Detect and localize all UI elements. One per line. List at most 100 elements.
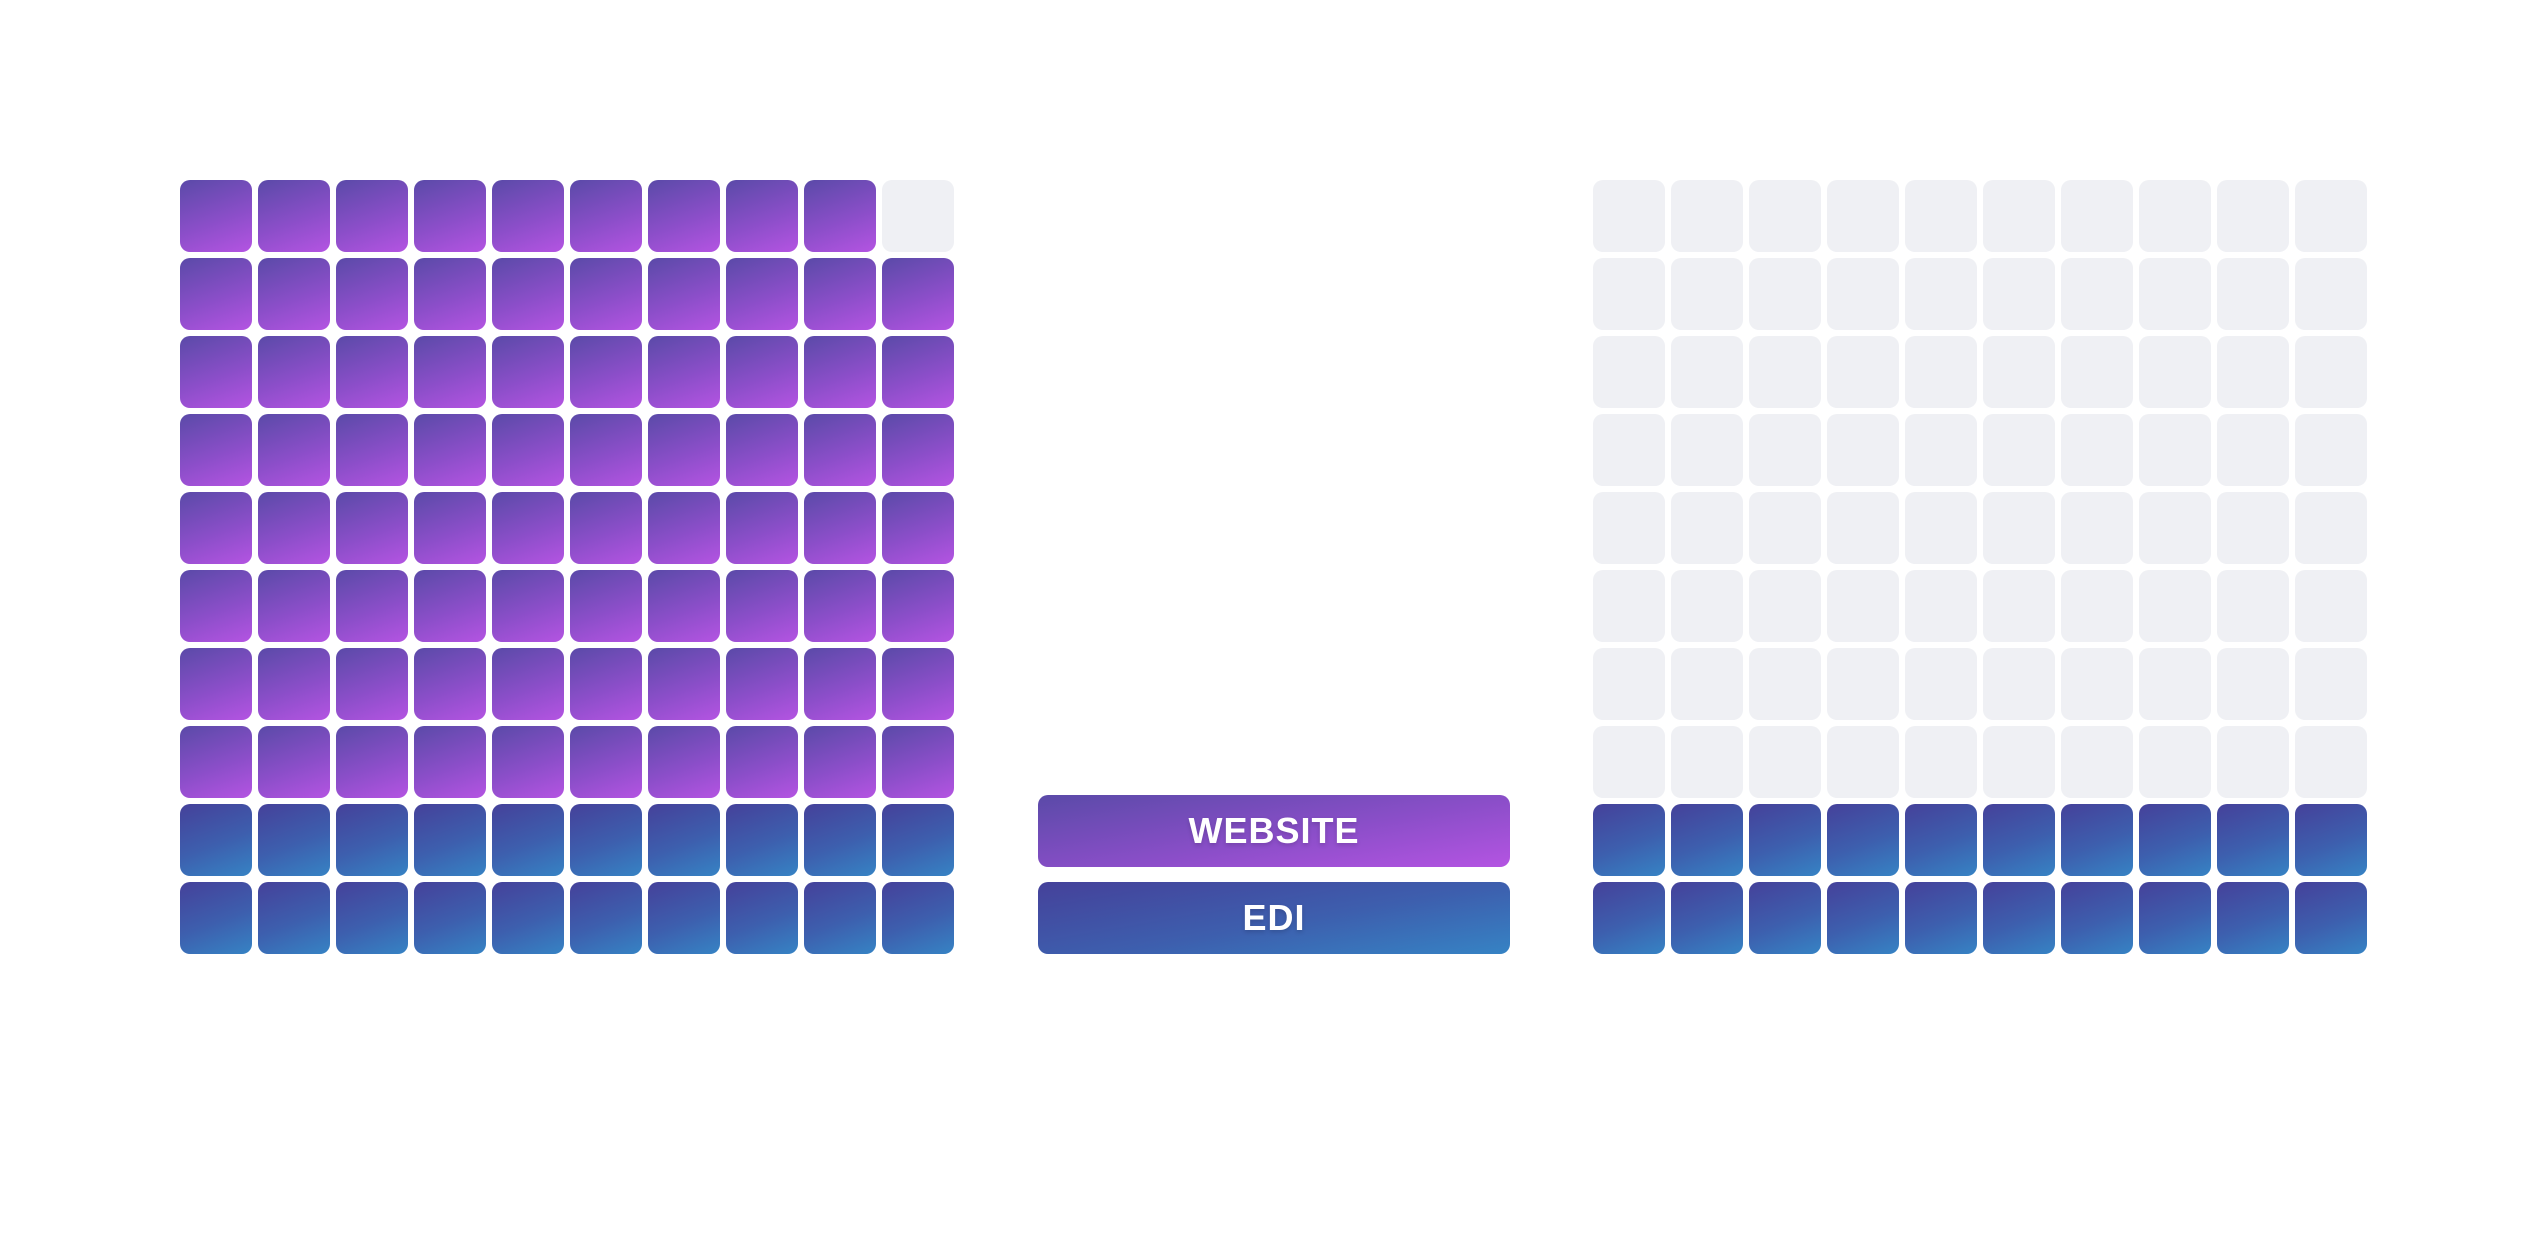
edi-cell <box>492 804 564 876</box>
website-cell <box>492 726 564 798</box>
empty-cell <box>2139 492 2211 564</box>
edi-cell <box>1827 882 1899 954</box>
website-cell <box>570 180 642 252</box>
edi-cell <box>882 804 954 876</box>
website-cell <box>570 336 642 408</box>
empty-cell <box>2139 336 2211 408</box>
empty-cell <box>1905 726 1977 798</box>
empty-cell <box>1749 180 1821 252</box>
empty-cell <box>2217 180 2289 252</box>
empty-cell <box>2139 258 2211 330</box>
edi-cell <box>1905 882 1977 954</box>
website-cell <box>804 726 876 798</box>
edi-cell <box>726 882 798 954</box>
empty-cell <box>1983 336 2055 408</box>
edi-cell <box>2139 804 2211 876</box>
edi-cell <box>336 804 408 876</box>
edi-cell <box>2217 804 2289 876</box>
edi-cell <box>1671 804 1743 876</box>
website-cell <box>414 336 486 408</box>
empty-cell <box>1827 726 1899 798</box>
website-cell <box>180 258 252 330</box>
edi-cell <box>882 882 954 954</box>
website-cell <box>180 648 252 720</box>
website-cell <box>180 414 252 486</box>
edi-cell <box>1905 804 1977 876</box>
edi-cell <box>1749 804 1821 876</box>
empty-cell <box>1593 648 1665 720</box>
edi-cell <box>804 804 876 876</box>
edi-cell <box>2061 804 2133 876</box>
website-cell <box>336 726 408 798</box>
website-cell <box>180 570 252 642</box>
website-cell <box>804 492 876 564</box>
edi-cell <box>414 882 486 954</box>
empty-cell <box>2061 570 2133 642</box>
empty-cell <box>1671 414 1743 486</box>
website-cell <box>180 180 252 252</box>
website-cell <box>258 414 330 486</box>
empty-cell <box>2061 258 2133 330</box>
website-cell <box>570 648 642 720</box>
edi-cell <box>1983 804 2055 876</box>
website-cell <box>726 648 798 720</box>
empty-cell <box>2139 648 2211 720</box>
website-cell <box>414 570 486 642</box>
empty-cell <box>2295 648 2367 720</box>
empty-cell <box>1983 492 2055 564</box>
empty-cell <box>2139 726 2211 798</box>
edi-cell <box>414 804 486 876</box>
website-cell <box>648 570 720 642</box>
empty-cell <box>1827 570 1899 642</box>
website-cell <box>570 414 642 486</box>
edi-cell <box>570 804 642 876</box>
website-cell <box>492 336 564 408</box>
website-cell <box>570 726 642 798</box>
website-cell <box>882 726 954 798</box>
empty-cell <box>1983 726 2055 798</box>
empty-cell <box>2217 570 2289 642</box>
empty-cell <box>1671 492 1743 564</box>
edi-cell <box>570 882 642 954</box>
empty-cell <box>1671 258 1743 330</box>
empty-cell <box>2295 726 2367 798</box>
website-cell <box>492 180 564 252</box>
website-cell <box>336 180 408 252</box>
website-cell <box>726 336 798 408</box>
website-cell <box>726 258 798 330</box>
empty-cell <box>1905 570 1977 642</box>
empty-cell <box>2217 648 2289 720</box>
empty-cell <box>1983 180 2055 252</box>
website-cell <box>336 492 408 564</box>
empty-cell <box>2217 726 2289 798</box>
website-cell <box>414 492 486 564</box>
edi-cell <box>1983 882 2055 954</box>
website-cell <box>180 726 252 798</box>
empty-cell <box>1905 180 1977 252</box>
empty-cell <box>2061 336 2133 408</box>
empty-cell <box>1827 414 1899 486</box>
website-cell <box>570 258 642 330</box>
edi-cell <box>2061 882 2133 954</box>
website-cell <box>882 336 954 408</box>
website-cell <box>648 492 720 564</box>
website-legend-button[interactable]: WEBSITE <box>1038 795 1510 867</box>
website-label: WEBSITE <box>1188 810 1360 851</box>
edi-legend-button[interactable]: EDI <box>1038 882 1510 954</box>
website-cell <box>726 180 798 252</box>
empty-cell <box>1905 258 1977 330</box>
empty-cell <box>2295 180 2367 252</box>
empty-cell <box>1905 648 1977 720</box>
edi-cell <box>726 804 798 876</box>
website-cell <box>258 570 330 642</box>
website-cell <box>492 570 564 642</box>
edi-cell <box>180 882 252 954</box>
website-cell <box>804 336 876 408</box>
empty-cell <box>1593 414 1665 486</box>
website-cell <box>804 648 876 720</box>
website-cell <box>648 258 720 330</box>
edi-cell <box>648 882 720 954</box>
website-cell <box>258 180 330 252</box>
edi-cell <box>1749 882 1821 954</box>
empty-cell <box>2295 492 2367 564</box>
